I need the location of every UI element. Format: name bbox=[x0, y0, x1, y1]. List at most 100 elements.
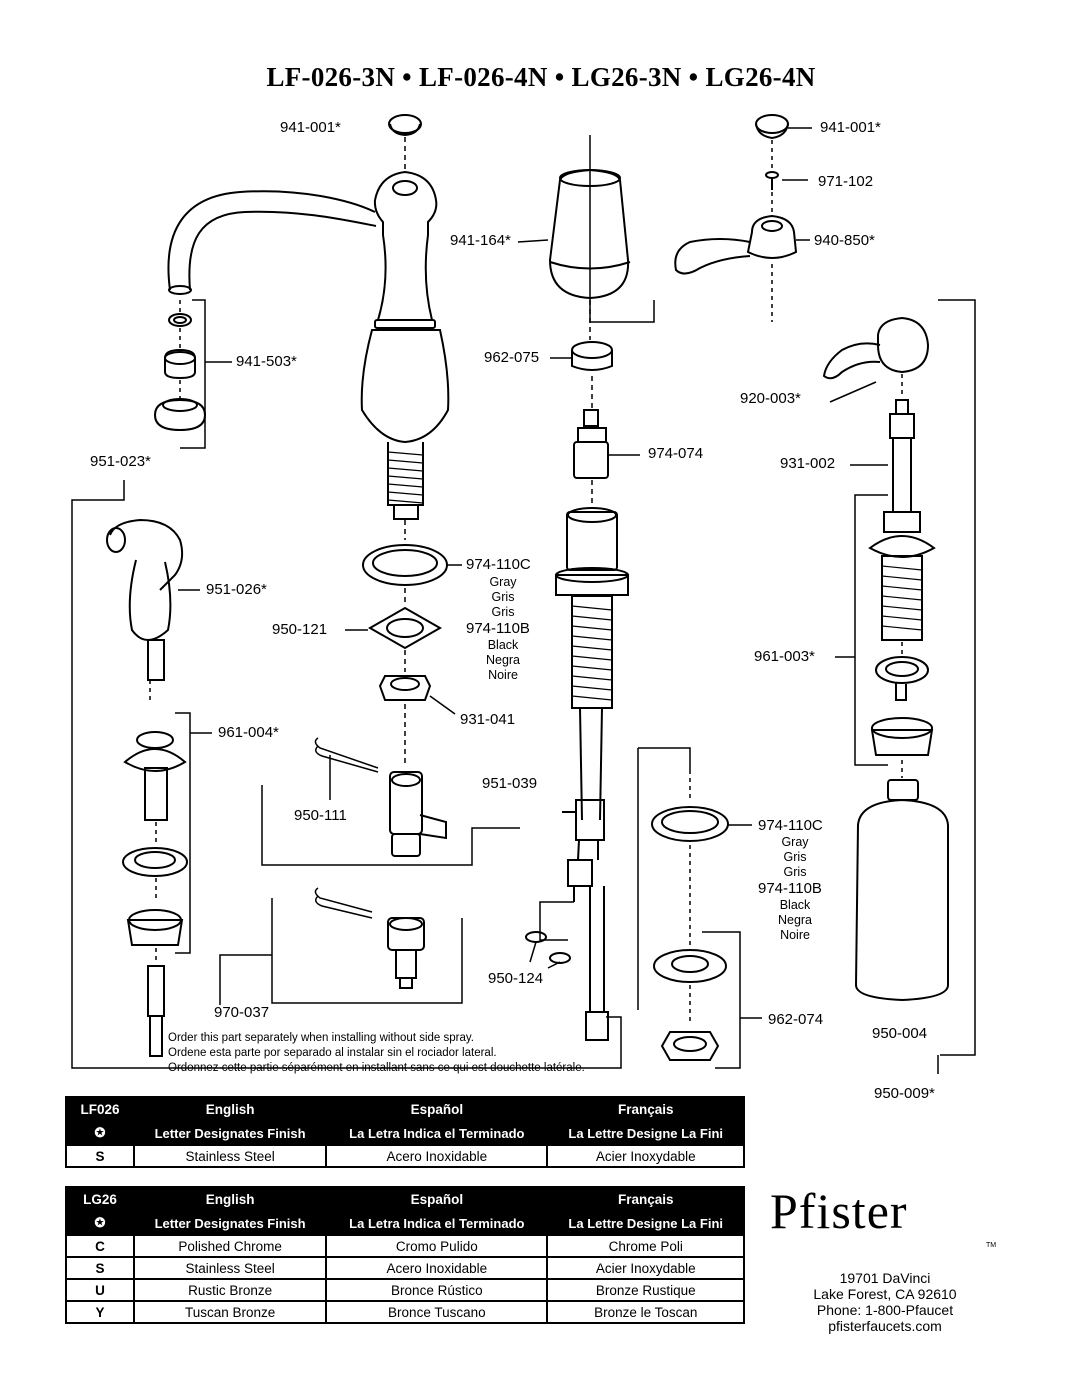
side-spray-part bbox=[71, 480, 590, 1069]
table-code: LF026 bbox=[65, 1096, 135, 1122]
finish-table-lf026: LF026 English Español Français ✪ Letter … bbox=[65, 1096, 745, 1168]
color-black-en: Black bbox=[779, 898, 811, 912]
header-spanish: Español bbox=[325, 1186, 549, 1212]
subheader-english: Letter Designates Finish bbox=[132, 1210, 328, 1236]
side-spray-note: Order this part separately when installi… bbox=[168, 1031, 585, 1076]
finish-code: U bbox=[65, 1278, 135, 1302]
label-941-164: 941-164* bbox=[450, 232, 511, 249]
finish-es: Bronce Rústico bbox=[325, 1278, 549, 1302]
label-951-023: 951-023* bbox=[90, 453, 151, 470]
colors-black-bot: Black Negra Noire bbox=[760, 898, 830, 943]
label-974-110c-top: 974-110C bbox=[466, 556, 531, 573]
header-english: English bbox=[132, 1186, 328, 1212]
soap-mount-gaskets bbox=[637, 747, 762, 1069]
base-gaskets-nut bbox=[345, 544, 462, 765]
color-gray-fr: Gris bbox=[783, 865, 807, 879]
color-black-fr: Noire bbox=[780, 928, 810, 942]
label-961-003: 961-003* bbox=[754, 648, 815, 665]
phone: Phone: 1-800-Pfaucet bbox=[816, 1302, 954, 1318]
finish-es: Acero Inoxidable bbox=[325, 1256, 549, 1280]
company-address: 19701 DaVinci Lake Forest, CA 92610 Phon… bbox=[780, 1270, 990, 1334]
color-black-es: Negra bbox=[485, 653, 521, 667]
handle-lever-assembly bbox=[674, 114, 812, 322]
label-920-003: 920-003* bbox=[740, 390, 801, 407]
header-spanish: Español bbox=[325, 1096, 549, 1122]
finish-code: S bbox=[65, 1256, 135, 1280]
finish-symbol: ✪ bbox=[65, 1120, 135, 1146]
handle-cartridge-assembly bbox=[517, 135, 655, 1069]
label-941-001-right: 941-001* bbox=[820, 119, 881, 136]
colors-black-top: Black Negra Noire bbox=[468, 638, 538, 683]
finish-en: Stainless Steel bbox=[132, 1144, 328, 1168]
subheader-french: La Lettre Designe La Fini bbox=[546, 1120, 745, 1146]
colors-gray-top: Gray Gris Gris bbox=[468, 575, 538, 620]
subheader-english: Letter Designates Finish bbox=[132, 1120, 328, 1146]
label-974-110b-bot: 974-110B bbox=[758, 880, 822, 897]
finish-code: S bbox=[65, 1144, 135, 1168]
table-row: Y Tuscan Bronze Bronce Tuscano Bronze le… bbox=[65, 1300, 745, 1324]
header-english: English bbox=[132, 1096, 328, 1122]
address-line-1: 19701 DaVinci bbox=[839, 1270, 931, 1286]
website: pfisterfaucets.com bbox=[828, 1318, 942, 1334]
finish-table-lg26: LG26 English Español Français ✪ Letter D… bbox=[65, 1186, 745, 1324]
label-931-002: 931-002 bbox=[780, 455, 836, 472]
label-962-075: 962-075 bbox=[484, 349, 540, 366]
finish-fr: Bronze le Toscan bbox=[546, 1300, 745, 1324]
address-line-2: Lake Forest, CA 92610 bbox=[813, 1286, 957, 1302]
aerator-parts bbox=[153, 299, 232, 449]
label-974-110b-top: 974-110B bbox=[466, 620, 530, 637]
finish-en: Rustic Bronze bbox=[132, 1278, 328, 1302]
note-english: Order this part separately when installi… bbox=[168, 1032, 474, 1044]
finish-es: Bronce Tuscano bbox=[325, 1300, 549, 1324]
label-971-102: 971-102 bbox=[818, 173, 874, 190]
label-950-111: 950-111 bbox=[294, 807, 347, 824]
label-951-026: 951-026* bbox=[206, 581, 267, 598]
label-950-121: 950-121 bbox=[272, 621, 328, 638]
subheader-french: La Lettre Designe La Fini bbox=[546, 1210, 745, 1236]
finish-fr: Acier Inoxydable bbox=[546, 1144, 745, 1168]
color-black-es: Negra bbox=[777, 913, 813, 927]
label-962-074: 962-074 bbox=[768, 1011, 824, 1028]
finish-code: Y bbox=[65, 1300, 135, 1324]
label-950-009: 950-009* bbox=[874, 1085, 935, 1102]
label-951-039: 951-039 bbox=[482, 775, 538, 792]
note-spanish: Ordene esta parte por separado al instal… bbox=[168, 1047, 497, 1059]
table-code: LG26 bbox=[65, 1186, 135, 1212]
color-gray-es: Gris bbox=[783, 850, 807, 864]
color-gray-es: Gris bbox=[491, 590, 515, 604]
finish-fr: Acier Inoxydable bbox=[546, 1256, 745, 1280]
table-row: C Polished Chrome Cromo Pulido Chrome Po… bbox=[65, 1234, 745, 1258]
table-row: S Stainless Steel Acero Inoxidable Acier… bbox=[65, 1144, 745, 1168]
trademark: TM bbox=[986, 1242, 997, 1249]
pfister-logo: Pfister bbox=[770, 1183, 908, 1239]
color-gray-fr: Gris bbox=[491, 605, 515, 619]
table-row: S Stainless Steel Acero Inoxidable Acier… bbox=[65, 1256, 745, 1280]
subheader-spanish: La Letra Indica el Terminado bbox=[325, 1210, 549, 1236]
subheader-spanish: La Letra Indica el Terminado bbox=[325, 1120, 549, 1146]
adapter-970-037 bbox=[219, 887, 463, 1005]
hose-adapter-951-039 bbox=[261, 737, 520, 866]
label-941-001-left: 941-001* bbox=[280, 119, 341, 136]
color-gray-en: Gray bbox=[781, 835, 809, 849]
note-french: Ordonnez cette partie séparément en inst… bbox=[168, 1062, 585, 1074]
label-940-850: 940-850* bbox=[814, 232, 875, 249]
color-gray-en: Gray bbox=[489, 575, 517, 589]
label-961-004: 961-004* bbox=[218, 724, 279, 741]
header-french: Français bbox=[546, 1186, 745, 1212]
finish-es: Acero Inoxidable bbox=[325, 1144, 549, 1168]
faucet-spout-body-part bbox=[167, 114, 450, 540]
label-970-037: 970-037 bbox=[214, 1004, 270, 1021]
finish-en: Polished Chrome bbox=[132, 1234, 328, 1258]
label-974-074: 974-074 bbox=[648, 445, 704, 462]
finish-en: Stainless Steel bbox=[132, 1256, 328, 1280]
soap-dispenser-part bbox=[822, 299, 976, 1074]
colors-gray-bot: Gray Gris Gris bbox=[760, 835, 830, 880]
finish-fr: Chrome Poli bbox=[546, 1234, 745, 1258]
label-974-110c-bot: 974-110C bbox=[758, 817, 823, 834]
finish-es: Cromo Pulido bbox=[325, 1234, 549, 1258]
header-french: Français bbox=[546, 1096, 745, 1122]
finish-code: C bbox=[65, 1234, 135, 1258]
table-row: U Rustic Bronze Bronce Rústico Bronze Ru… bbox=[65, 1278, 745, 1302]
color-black-en: Black bbox=[487, 638, 519, 652]
